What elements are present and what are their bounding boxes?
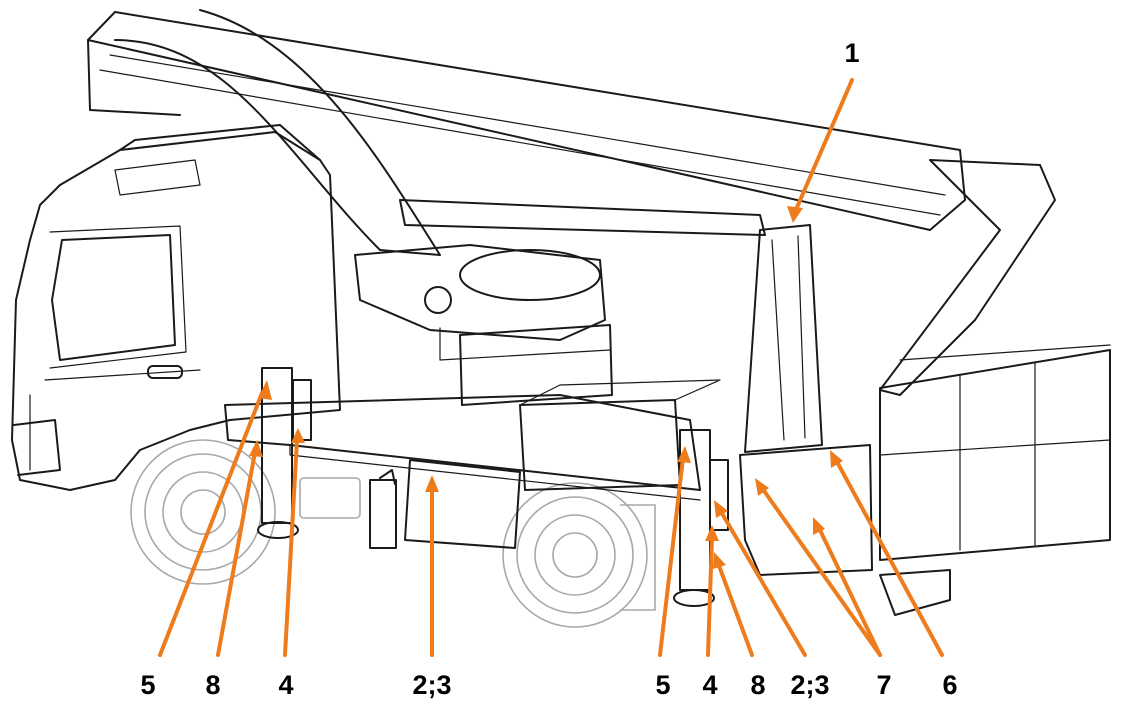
arrow-5-left — [158, 391, 264, 657]
callout-label-23-right: 2;3 — [790, 670, 829, 700]
arrow-4-right — [706, 535, 714, 657]
arrow-1 — [793, 78, 854, 214]
arrow-4-left — [283, 438, 299, 657]
callout-label-6: 6 — [942, 670, 957, 700]
arrow-5-right — [658, 456, 685, 657]
truck-cab — [11, 124, 341, 491]
work-basket — [879, 344, 1111, 616]
callout-label-7: 7 — [876, 670, 891, 700]
boom-rest-support — [744, 224, 823, 453]
arrow-6 — [834, 458, 944, 657]
arrow-7b — [817, 526, 882, 657]
arrow-8-left — [216, 450, 257, 657]
callout-label-8-left: 8 — [205, 670, 220, 700]
callout-label-4-right: 4 — [702, 670, 717, 700]
callout-labels: 1 5 8 4 2;3 5 4 8 2;3 7 6 — [140, 38, 957, 700]
chassis-deck — [224, 394, 701, 549]
boom — [87, 9, 1056, 396]
rear-outrigger — [673, 429, 729, 607]
callout-label-8-right: 8 — [750, 670, 765, 700]
callout-label-5-left: 5 — [140, 670, 155, 700]
fuel-tank — [299, 477, 361, 519]
rear-wheel — [502, 482, 656, 628]
arrow-7a — [760, 486, 882, 657]
callout-arrows — [158, 78, 944, 657]
arrow-8-right — [716, 561, 754, 657]
callout-label-1: 1 — [844, 38, 859, 68]
callout-label-5-right: 5 — [655, 670, 670, 700]
callout-label-4-left: 4 — [278, 670, 293, 700]
callout-label-23-left: 2;3 — [412, 670, 451, 700]
arrow-23-right — [718, 508, 807, 657]
turret — [354, 244, 613, 406]
